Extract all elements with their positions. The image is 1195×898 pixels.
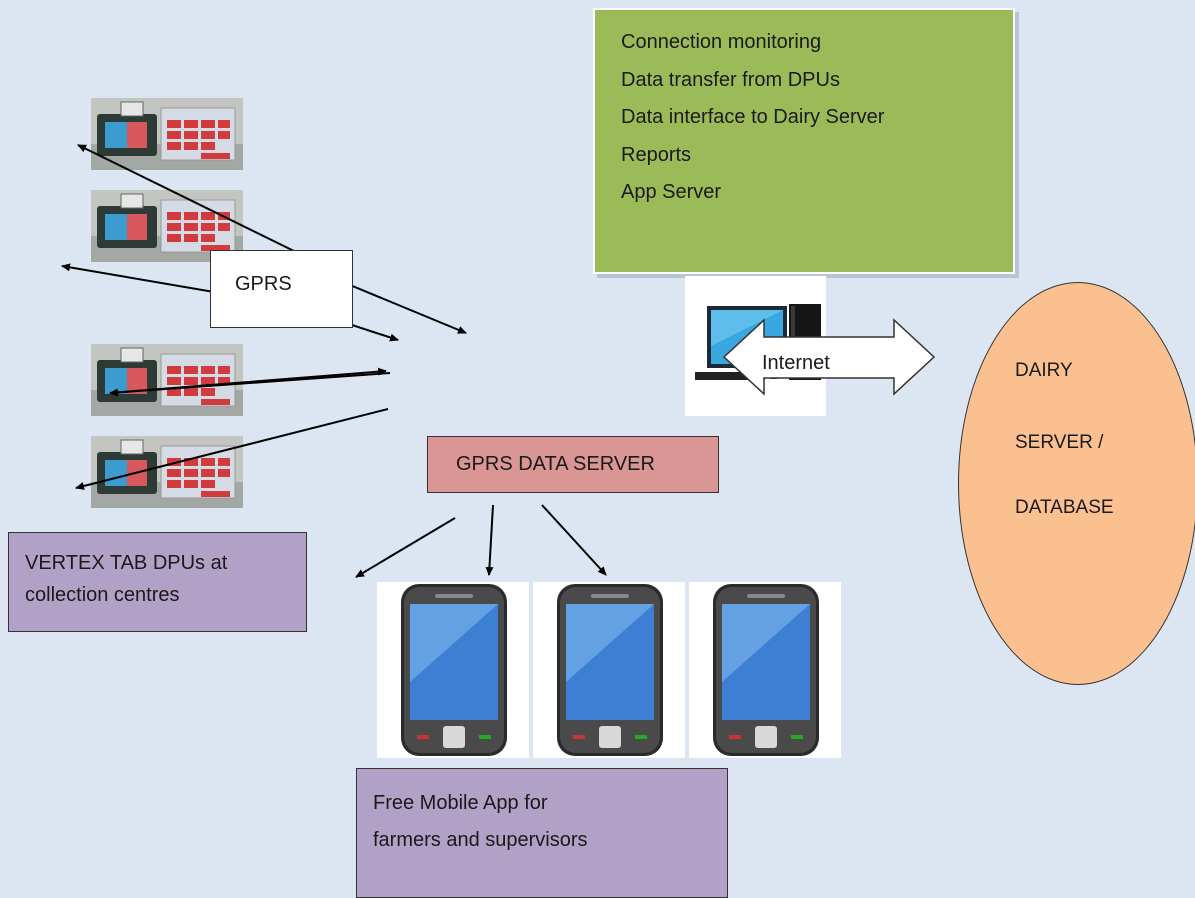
features-box: Connection monitoring Data transfer from… bbox=[593, 8, 1015, 274]
caption-line: Free Mobile App for bbox=[373, 792, 548, 814]
internet-arrow-icon bbox=[722, 318, 936, 396]
dairy-server-ellipse: DAIRY SERVER / DATABASE bbox=[958, 282, 1195, 685]
dpu-device-icon bbox=[91, 98, 243, 170]
feature-item: Connection monitoring bbox=[621, 31, 822, 53]
gprs-link-arrow bbox=[61, 263, 215, 293]
feature-item: App Server bbox=[621, 181, 722, 203]
app-link-arrow bbox=[355, 517, 456, 578]
dpu-device-icon bbox=[91, 436, 243, 508]
gprs-link-arrow bbox=[351, 324, 399, 342]
app-link-arrow bbox=[541, 504, 607, 576]
mobile-phone-icon bbox=[533, 582, 685, 758]
gprs-link-arrow bbox=[75, 408, 389, 490]
dairy-label-line: DATABASE bbox=[1015, 497, 1114, 518]
dpu-caption-box: VERTEX TAB DPUs at collection centres bbox=[8, 532, 307, 632]
feature-item: Data interface to Dairy Server bbox=[621, 106, 885, 128]
mobile-app-caption-box: Free Mobile App for farmers and supervis… bbox=[356, 768, 728, 898]
feature-item: Data transfer from DPUs bbox=[621, 68, 840, 91]
mobile-phone-icon bbox=[377, 582, 529, 758]
caption-line: farmers and supervisors bbox=[373, 829, 588, 851]
gprs-link-arrow bbox=[349, 284, 467, 334]
gprs-link-arrow bbox=[109, 367, 387, 394]
dpu-device-icon bbox=[91, 344, 243, 416]
dairy-label-line: SERVER / bbox=[1015, 432, 1104, 453]
gprs-data-server-box: GPRS DATA SERVER bbox=[427, 436, 719, 493]
caption-line: collection centres bbox=[25, 584, 180, 606]
app-link-arrow bbox=[485, 504, 494, 576]
mobile-phone-icon bbox=[689, 582, 841, 758]
feature-item: Reports bbox=[621, 143, 692, 166]
gprs-link-arrow bbox=[77, 144, 297, 253]
internet-label: Internet bbox=[762, 352, 830, 374]
dairy-label-line: DAIRY bbox=[1015, 360, 1073, 381]
gprs-label: GPRS bbox=[210, 250, 353, 328]
caption-line: VERTEX TAB DPUs at bbox=[25, 552, 228, 574]
